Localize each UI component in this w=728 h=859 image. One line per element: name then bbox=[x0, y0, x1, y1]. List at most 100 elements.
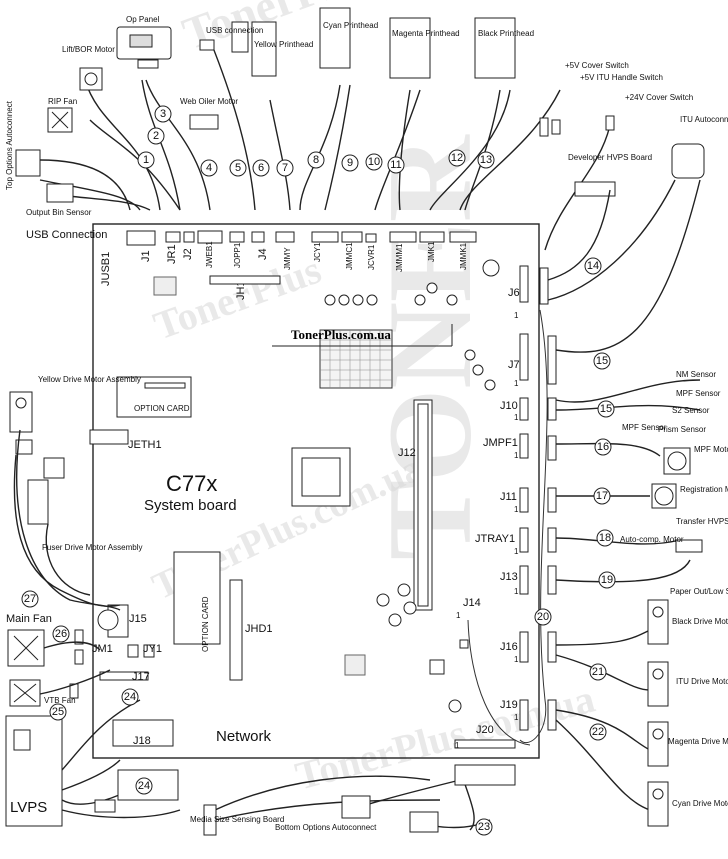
callout-27: 25 bbox=[49, 703, 67, 721]
callout-circle bbox=[21, 590, 39, 608]
callout-number: 23 bbox=[478, 821, 490, 833]
callout-circle bbox=[594, 438, 612, 456]
network-label: Network bbox=[216, 728, 272, 745]
callout-circle bbox=[276, 159, 294, 177]
callout-circle bbox=[589, 723, 607, 741]
callout-circle bbox=[593, 487, 611, 505]
j4-label: J4 bbox=[257, 248, 269, 260]
j15-label: J15 bbox=[129, 613, 147, 625]
callout-26: 24 bbox=[135, 777, 153, 795]
callout-2: 2 bbox=[147, 127, 165, 145]
callout-circle bbox=[137, 151, 155, 169]
output-bin-sensor-label: Output Bin Sensor bbox=[26, 208, 92, 217]
j20-pin-one: 1 bbox=[455, 741, 460, 750]
callout-circle bbox=[154, 105, 172, 123]
jhd1-label: JHD1 bbox=[245, 623, 273, 635]
j13-label: J13 bbox=[500, 571, 518, 583]
j11-pin-one: 1 bbox=[514, 505, 519, 514]
callout-number: 7 bbox=[282, 162, 288, 174]
callout-16: 15 bbox=[597, 400, 615, 418]
board-internals bbox=[89, 259, 516, 749]
callout-23: 22 bbox=[589, 723, 607, 741]
j17-label: J17 bbox=[132, 671, 150, 683]
jopp1-label: JOPP1 bbox=[233, 242, 242, 268]
jeth1-label: JETH1 bbox=[128, 439, 162, 451]
callout-number: 24 bbox=[138, 780, 150, 792]
right-labels: NM Sensor MPF Sensor S2 Sensor Prism Sen… bbox=[620, 370, 728, 808]
callout-number: 3 bbox=[160, 108, 166, 120]
board-subtitle: System board bbox=[144, 497, 237, 514]
itu-drive-label: ITU Drive Motor Assembly bbox=[676, 677, 728, 686]
top-components bbox=[15, 7, 705, 203]
cyan-drive-label: Cyan Drive Motor Assembly bbox=[672, 799, 728, 808]
callout-number: 27 bbox=[24, 593, 36, 605]
callout-4: 4 bbox=[200, 159, 218, 177]
j12-label: J12 bbox=[398, 447, 416, 459]
right-wires bbox=[467, 179, 701, 811]
black-drive-label: Black Drive Motor Assembly bbox=[672, 617, 728, 626]
bottom-components: Media Size Sensing Board Bottom Options … bbox=[190, 764, 516, 836]
j16-label: J16 bbox=[500, 641, 518, 653]
autocomp-motor-label: Auto-comp. Motor bbox=[620, 535, 684, 544]
top-labels: Op Panel USB connection Lift/BOR Motor Y… bbox=[5, 15, 728, 241]
jy1-label: JY1 bbox=[143, 643, 162, 655]
callout-8: 8 bbox=[307, 151, 325, 169]
callout-circle bbox=[593, 352, 611, 370]
registration-motor-label: Registration Motor bbox=[680, 485, 728, 494]
callout-5: 5 bbox=[229, 159, 247, 177]
callout-number: 21 bbox=[592, 666, 604, 678]
main-fan-label: Main Fan bbox=[6, 613, 52, 625]
top-connector-labels: JUSB1 J1 JR1 J2 JWEB1 JOPP1 J4 JMMY JCY1… bbox=[100, 241, 468, 300]
jmmk1-label: JMMK1 bbox=[459, 242, 468, 270]
bottom-options-label: Bottom Options Autoconnect bbox=[275, 823, 377, 832]
j19-label: J19 bbox=[500, 699, 518, 711]
j10-label: J10 bbox=[500, 400, 518, 412]
jmk1-label: JMK1 bbox=[427, 241, 436, 262]
url-banner: TonerPlus.com.ua bbox=[272, 324, 453, 347]
callout-circle bbox=[121, 688, 139, 706]
jweb1-label: JWEB1 bbox=[205, 241, 214, 268]
j16-pin-one: 1 bbox=[514, 655, 519, 664]
jh1-label: JH1 bbox=[235, 280, 247, 300]
j14-label: J14 bbox=[463, 597, 481, 609]
callout-number: 25 bbox=[52, 706, 64, 718]
nm-sensor-label: NM Sensor bbox=[676, 370, 716, 379]
callout-circle bbox=[387, 156, 405, 174]
callout-number: 19 bbox=[601, 574, 613, 586]
callout-number: 15 bbox=[600, 403, 612, 415]
plus5v-cover-switch-label: +5V Cover Switch bbox=[565, 61, 629, 70]
callout-number: 4 bbox=[206, 162, 212, 174]
paper-out-low-label: Paper Out/Low Sensor bbox=[670, 587, 728, 596]
callout-22: 21 bbox=[589, 663, 607, 681]
s2-sensor-label: S2 Sensor bbox=[672, 406, 710, 415]
itu-autoconnect-label: ITU Autoconnect bbox=[680, 115, 728, 124]
developer-hvps-label: Developer HVPS Board bbox=[568, 153, 652, 162]
callout-10: 10 bbox=[365, 153, 383, 171]
jcy1-label: JCY1 bbox=[313, 242, 322, 262]
system-board-outline bbox=[92, 223, 540, 759]
callout-17: 16 bbox=[594, 438, 612, 456]
j11-label: J11 bbox=[500, 491, 517, 503]
jmmc1-label: JMMC1 bbox=[345, 242, 354, 270]
callout-circle bbox=[598, 571, 616, 589]
callout-circle bbox=[477, 151, 495, 169]
lvps-label: LVPS bbox=[10, 799, 47, 816]
callout-circle bbox=[147, 127, 165, 145]
callout-15: 15 bbox=[593, 352, 611, 370]
j19-pin-one: 1 bbox=[514, 713, 519, 722]
callout-number: 18 bbox=[599, 532, 611, 544]
callout-circle bbox=[589, 663, 607, 681]
callout-6: 6 bbox=[252, 159, 270, 177]
callout-circle bbox=[475, 818, 493, 836]
callout-circle bbox=[596, 529, 614, 547]
j6-pin-one: 1 bbox=[514, 311, 519, 320]
callout-number: 22 bbox=[592, 726, 604, 738]
top-connector-row bbox=[126, 230, 477, 246]
callout-18: 17 bbox=[593, 487, 611, 505]
callout-number: 6 bbox=[258, 162, 264, 174]
vtb-fan-label: VTB Fan bbox=[44, 696, 76, 705]
j13-pin-one: 1 bbox=[514, 587, 519, 596]
top-wires bbox=[39, 39, 611, 251]
callout-circle bbox=[252, 159, 270, 177]
